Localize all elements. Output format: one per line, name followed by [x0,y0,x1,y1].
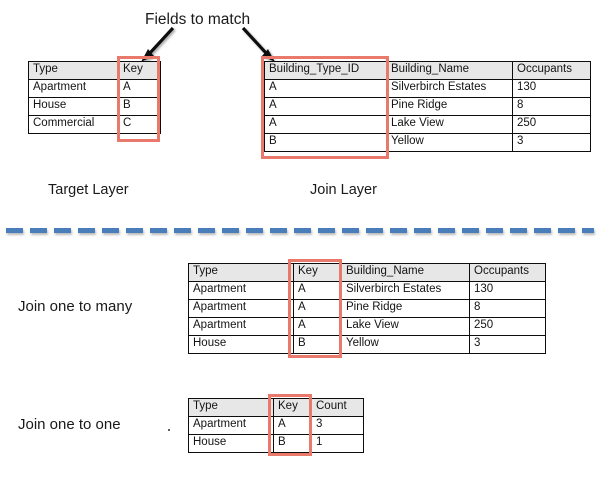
cell-building-name: Lake View [386,115,513,134]
cell-type: House [28,97,119,116]
cell-occupants: 8 [469,299,546,318]
table-row: House B 1 [188,434,364,453]
table-header-row: Type Key Building_Name Occupants [188,263,546,282]
fields-to-match-heading: Fields to match [145,11,251,28]
target-layer-table: Type Key Apartment A House B Commercial … [28,61,161,134]
stray-dot-mark [168,429,170,431]
arrow-to-join-key-icon [241,26,275,62]
column-header: Type [28,61,119,80]
cell-occupants: 250 [512,115,591,134]
cell-building-type-id: A [264,115,387,134]
cell-occupants: 250 [469,317,546,336]
column-header: Occupants [512,61,591,80]
cell-building-type-id: A [264,97,387,116]
table-row: B Yellow 3 [264,133,591,152]
cell-building-name: Pine Ridge [341,299,470,318]
table-row: House B Yellow 3 [188,335,546,354]
cell-type: Apartment [188,299,294,318]
cell-count: 3 [311,416,364,435]
cell-building-name: Pine Ridge [386,97,513,116]
table-row: Apartment A Silverbirch Estates 130 [188,281,546,300]
one-to-one-label: Join one to one [18,416,121,433]
cell-type: House [188,335,294,354]
join-layer-table: Building_Type_ID Building_Name Occupants… [264,61,591,152]
table-row: Apartment A 3 [188,416,364,435]
cell-key: B [273,434,312,453]
cell-building-name: Silverbirch Estates [386,79,513,98]
cell-type: Apartment [188,416,274,435]
cell-occupants: 3 [469,335,546,354]
table-header-row: Type Key [28,61,161,80]
column-header: Key [273,398,312,417]
cell-building-name: Lake View [341,317,470,336]
table-row: A Pine Ridge 8 [264,97,591,116]
table-header-row: Type Key Count [188,398,364,417]
cell-key: A [293,299,342,318]
table-row: Apartment A Lake View 250 [188,317,546,336]
column-header: Building_Type_ID [264,61,387,80]
cell-type: Apartment [188,281,294,300]
table-row: A Silverbirch Estates 130 [264,79,591,98]
one-to-many-table: Type Key Building_Name Occupants Apartme… [188,263,546,354]
cell-type: Commercial [28,115,119,134]
cell-key: C [118,115,161,134]
cell-occupants: 8 [512,97,591,116]
cell-key: A [293,281,342,300]
one-to-one-table: Type Key Count Apartment A 3 House B 1 [188,398,364,453]
column-header: Building_Name [341,263,470,282]
cell-occupants: 130 [512,79,591,98]
section-divider [6,228,594,233]
cell-building-name: Yellow [341,335,470,354]
table-row: Commercial C [28,115,161,134]
cell-type: Apartment [188,317,294,336]
cell-key: B [118,97,161,116]
column-header: Count [311,398,364,417]
column-header: Occupants [469,263,546,282]
column-header: Key [118,61,161,80]
column-header: Type [188,263,294,282]
cell-occupants: 3 [512,133,591,152]
cell-key: B [293,335,342,354]
table-row: Apartment A Pine Ridge 8 [188,299,546,318]
cell-key: A [293,317,342,336]
arrow-to-target-key-icon [141,26,175,62]
column-header: Key [293,263,342,282]
table-row: House B [28,97,161,116]
cell-building-name: Yellow [386,133,513,152]
cell-building-name: Silverbirch Estates [341,281,470,300]
column-header: Type [188,398,274,417]
cell-type: House [188,434,274,453]
table-header-row: Building_Type_ID Building_Name Occupants [264,61,591,80]
cell-building-type-id: B [264,133,387,152]
cell-key: A [273,416,312,435]
cell-count: 1 [311,434,364,453]
cell-key: A [118,79,161,98]
cell-occupants: 130 [469,281,546,300]
join-layer-caption: Join Layer [310,182,377,198]
cell-type: Apartment [28,79,119,98]
target-layer-caption: Target Layer [48,182,129,198]
column-header: Building_Name [386,61,513,80]
cell-building-type-id: A [264,79,387,98]
table-row: A Lake View 250 [264,115,591,134]
one-to-many-label: Join one to many [18,298,133,315]
table-row: Apartment A [28,79,161,98]
